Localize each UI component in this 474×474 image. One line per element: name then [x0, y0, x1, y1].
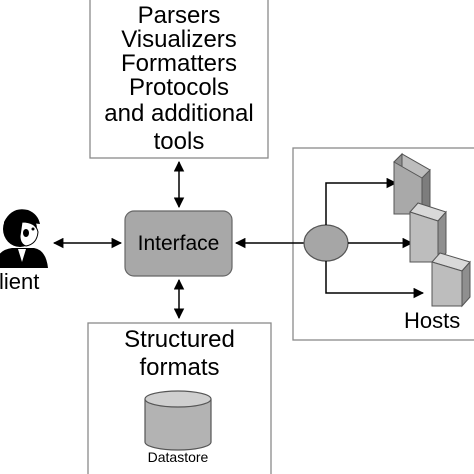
host-server-3 — [431, 252, 471, 308]
hub-branch-top — [325, 177, 398, 225]
hosts-label: Hosts — [404, 308, 461, 333]
tools-line-visualizers: Visualizers — [121, 26, 237, 53]
datastore-icon — [144, 390, 212, 451]
tools-box — [89, 0, 269, 159]
host-server-2 — [409, 202, 447, 264]
tools-line-tools: tools — [153, 128, 205, 155]
tools-box-text: Parsers Visualizers Formatters Protocols… — [90, 4, 268, 154]
client-label: lient — [0, 269, 40, 294]
interface-box[interactable] — [124, 210, 233, 277]
formats-box-text: Structured formats — [88, 328, 271, 384]
client-person-icon — [0, 209, 48, 268]
tools-line-formatters: Formatters — [120, 50, 237, 77]
tools-line-protocols: Protocols — [128, 74, 230, 101]
host-server-1 — [393, 152, 431, 216]
tools-line-additional: and additional — [104, 100, 254, 127]
network-hub — [303, 224, 349, 262]
tools-line-parsers: Parsers — [137, 2, 221, 29]
datastore-label: Datastore — [147, 449, 209, 465]
formats-line-formats: formats — [139, 354, 220, 381]
hub-branch-bottom — [325, 261, 425, 299]
formats-line-structured: Structured — [124, 326, 235, 353]
interface-label: Interface — [137, 232, 220, 255]
